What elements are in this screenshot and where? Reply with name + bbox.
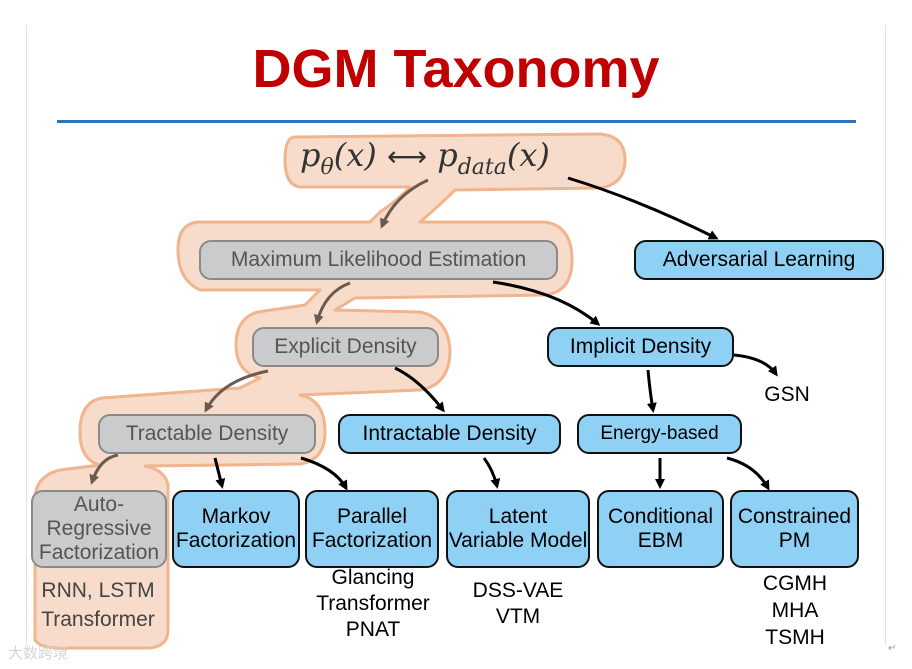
title-underline xyxy=(57,120,856,123)
examples-parallel: Glancing Transformer PNAT xyxy=(300,565,446,643)
example-item: Transformer xyxy=(316,592,430,615)
example-item: CGMH xyxy=(762,572,828,595)
node-conditional-ebm: Conditional EBM xyxy=(597,490,724,568)
node-markov-factorization: Markov Factorization xyxy=(172,490,300,568)
example-item: RNN, LSTM xyxy=(41,579,155,602)
example-item: VTM xyxy=(495,605,541,628)
example-item: MHA xyxy=(771,599,819,622)
examples-constrained: CGMH MHA TSMH xyxy=(735,570,855,651)
node-maximum-likelihood: Maximum Likelihood Estimation xyxy=(199,240,558,280)
node-implicit-density: Implicit Density xyxy=(547,327,734,367)
node-parallel-factorization: Parallel Factorization xyxy=(305,490,439,568)
node-text-line: Constrained xyxy=(737,505,852,528)
node-tractable-density: Tractable Density xyxy=(98,414,316,454)
examples-autoregressive: RNN, LSTM Transformer xyxy=(28,576,168,634)
right-margin-line xyxy=(885,25,886,645)
node-text-line: Factorization xyxy=(38,541,160,564)
example-item: Glancing xyxy=(331,566,415,589)
node-latent-variable-model: Latent Variable Model xyxy=(446,490,590,568)
left-margin-line xyxy=(26,25,27,645)
node-constrained-pm: Constrained PM xyxy=(730,490,859,568)
node-text-line: PM xyxy=(778,529,811,552)
return-mark: ↵ xyxy=(888,643,897,654)
node-text-line: Variable Model xyxy=(448,529,588,552)
watermark: 大数跨境 xyxy=(8,645,69,662)
node-text-line: Regressive xyxy=(46,517,152,540)
node-intractable-density: Intractable Density xyxy=(338,414,561,454)
node-text-line: EBM xyxy=(637,529,684,552)
node-text-line: Auto- xyxy=(73,493,125,516)
node-text-line: Factorization xyxy=(175,529,297,552)
node-text-line: Conditional xyxy=(607,505,714,528)
slide-title: DGM Taxonomy xyxy=(252,39,660,99)
node-explicit-density: Explicit Density xyxy=(252,327,439,367)
example-item: Transformer xyxy=(41,608,155,631)
node-text-line: Markov xyxy=(201,505,271,528)
node-text-line: Parallel xyxy=(336,505,408,528)
node-autoregressive-factorization: Auto- Regressive Factorization xyxy=(31,490,167,568)
examples-latent: DSS-VAE VTM xyxy=(448,578,588,630)
example-item: TSMH xyxy=(765,626,825,649)
node-energy-based: Energy-based xyxy=(577,414,742,454)
label-gsn: GSN xyxy=(764,383,810,406)
node-text-line: Latent xyxy=(488,505,548,528)
example-item: PNAT xyxy=(345,618,401,641)
node-text-line: Factorization xyxy=(311,529,433,552)
formula-pdata-vs-ptheta: pθ(x) ⟷ pdata(x) xyxy=(300,136,550,180)
example-item: DSS-VAE xyxy=(472,579,564,602)
node-adversarial-learning: Adversarial Learning xyxy=(634,240,884,280)
